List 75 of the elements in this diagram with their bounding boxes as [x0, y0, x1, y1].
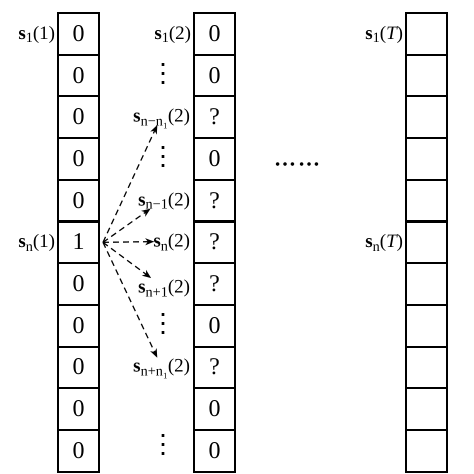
array-cell — [193, 95, 236, 140]
array-cell — [193, 54, 236, 98]
cell-value: 0 — [72, 105, 84, 130]
array-cell — [405, 387, 448, 431]
cell-value: 0 — [208, 146, 220, 171]
state-label: s$_{1}$(1) — [18, 22, 55, 48]
array-cell — [57, 429, 100, 473]
array-cell — [57, 12, 100, 56]
cell-value: 0 — [208, 397, 220, 422]
array-cell — [405, 137, 448, 181]
cell-value: 0 — [72, 22, 84, 46]
dashed-arrow — [102, 208, 151, 243]
array-cell — [193, 429, 236, 473]
array-cell — [193, 346, 236, 390]
array-cell — [57, 262, 100, 306]
array-cell — [57, 387, 100, 431]
dashed-arrow — [102, 242, 158, 358]
array-cell — [57, 304, 100, 348]
cell-value: 0 — [72, 355, 84, 380]
ellipsis: ⋮ — [150, 58, 176, 88]
array-cell — [405, 262, 448, 306]
cell-value: ? — [209, 188, 220, 213]
cell-value: ? — [209, 230, 220, 254]
array-cell — [193, 137, 236, 181]
array-cell — [405, 12, 448, 56]
state-label: s$_{n+n₁}$(2) — [133, 356, 190, 376]
array-cell — [193, 178, 236, 222]
array-cell — [405, 95, 448, 140]
cell-value: 0 — [72, 64, 84, 88]
cell-value: ? — [209, 272, 220, 296]
cell-value: ? — [209, 105, 220, 130]
cell-value: 0 — [72, 314, 84, 338]
dashed-arrow — [102, 124, 158, 243]
array-cell — [193, 220, 236, 264]
cell-value: 0 — [72, 438, 84, 463]
cell-value: 0 — [208, 438, 220, 463]
array-cell — [405, 346, 448, 390]
state-label: s$_{1}$(T) — [365, 22, 403, 48]
cell-value: 0 — [72, 188, 84, 213]
cell-value: 0 — [208, 22, 220, 46]
dashed-arrow — [102, 238, 154, 246]
array-cell — [57, 178, 100, 222]
array-cell — [193, 12, 236, 56]
cell-value: 1 — [72, 230, 84, 254]
array-cell — [57, 95, 100, 140]
ellipsis: …… — [274, 145, 322, 170]
array-cell — [405, 54, 448, 98]
dashed-arrow — [102, 242, 152, 278]
ellipsis: ⋮ — [150, 141, 176, 170]
ellipsis: ⋮ — [150, 308, 176, 338]
state-label: s$_{n}$(T) — [365, 230, 403, 257]
array-cell — [405, 304, 448, 348]
cell-value: 0 — [72, 146, 84, 171]
array-cell — [57, 220, 100, 264]
cell-value: 0 — [72, 272, 84, 296]
state-label: s$_{n−1}$(2) — [138, 190, 190, 210]
array-cell — [405, 220, 448, 264]
array-cell — [57, 346, 100, 390]
cell-value: 0 — [72, 397, 84, 422]
state-label: s$_{1}$(2) — [154, 22, 191, 48]
cell-value: 0 — [208, 64, 220, 88]
array-cell — [57, 137, 100, 181]
ellipsis: ⋮ — [150, 429, 176, 458]
array-cell — [193, 304, 236, 348]
array-cell — [193, 262, 236, 306]
cell-value: ? — [209, 355, 220, 380]
array-cell — [405, 178, 448, 222]
array-cell — [57, 54, 100, 98]
state-label: s$_{n+1}$(2) — [138, 278, 190, 297]
array-cell — [405, 429, 448, 473]
state-label: s$_{n−n₁}$(2) — [133, 106, 190, 126]
array-cell — [193, 387, 236, 431]
state-label: s$_{n}$(1) — [18, 230, 55, 257]
state-label: s$_{n}$(2) — [153, 232, 190, 251]
cell-value: 0 — [208, 314, 220, 338]
